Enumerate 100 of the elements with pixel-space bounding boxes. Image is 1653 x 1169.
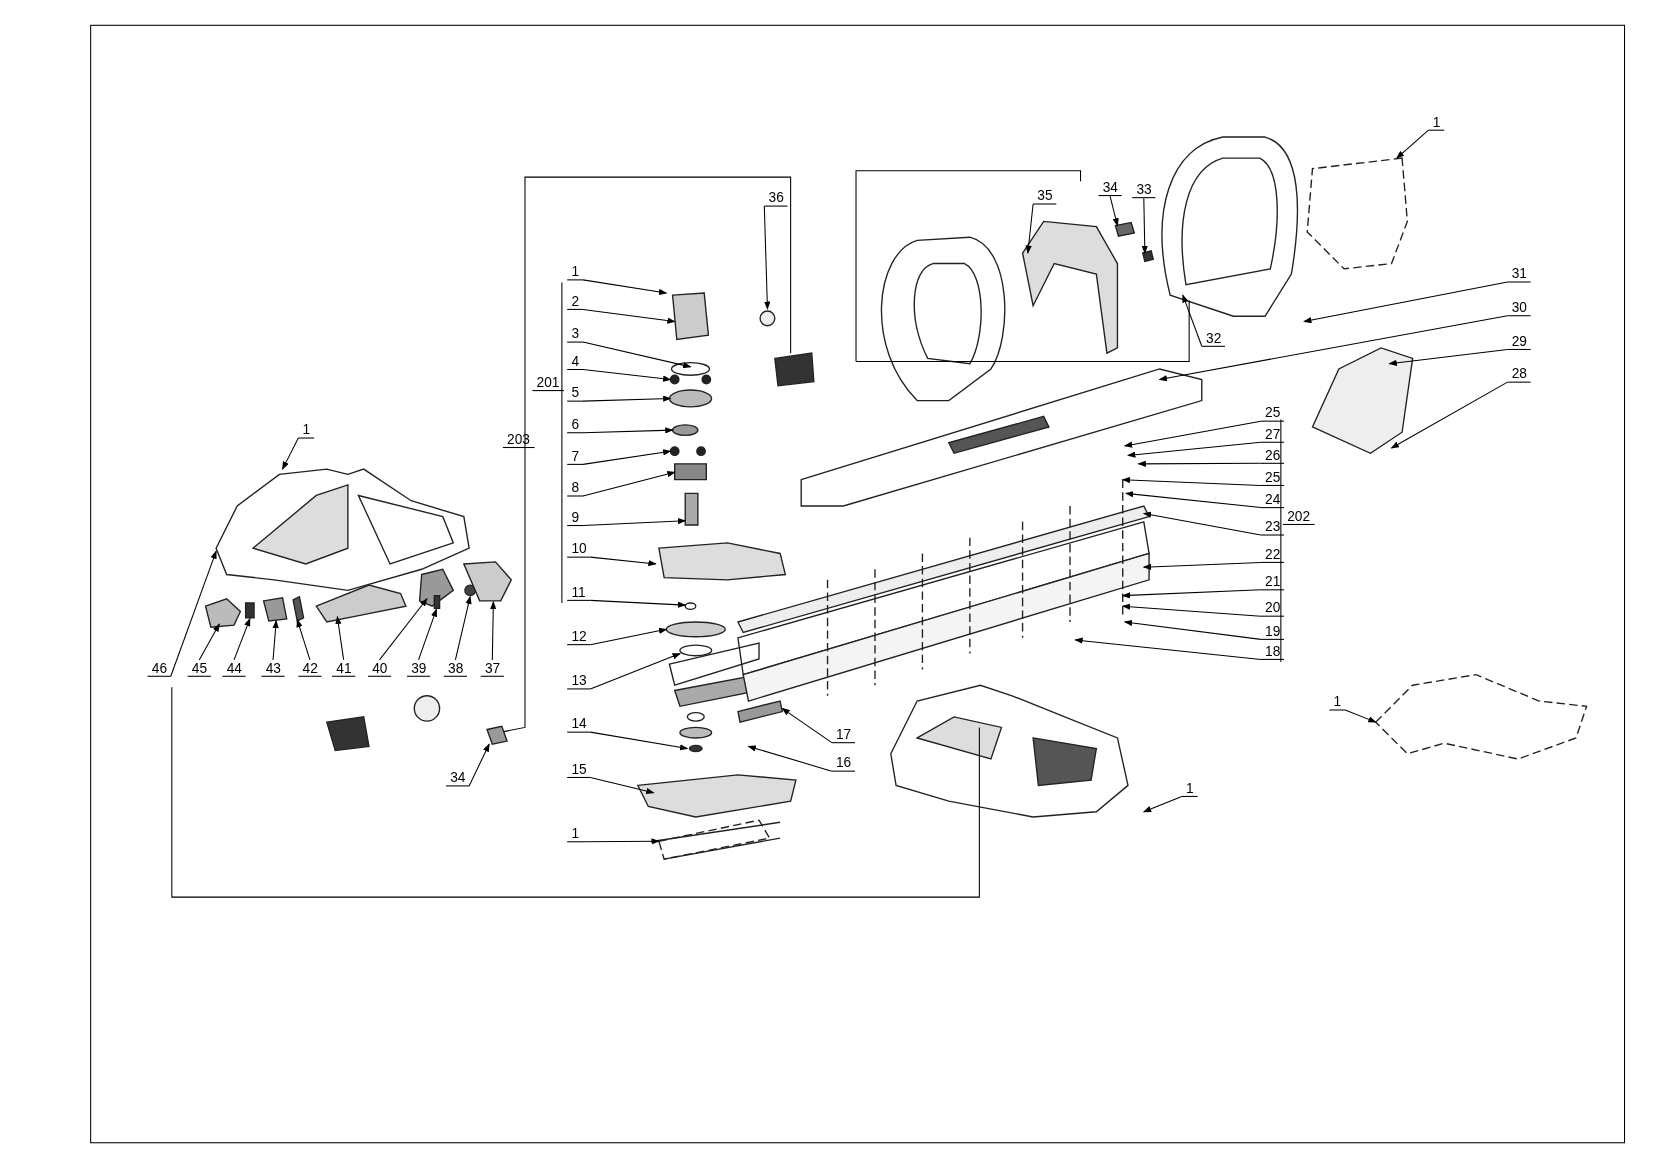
callout-number: 31 xyxy=(1507,265,1532,283)
callout-number: 1 xyxy=(1181,780,1198,797)
assembly-number: 203 xyxy=(502,431,535,449)
leader-line xyxy=(198,623,220,661)
callout-number: 46 xyxy=(147,659,172,677)
leader-line xyxy=(589,776,655,795)
leader-line xyxy=(589,653,681,690)
callout-number: 42 xyxy=(298,659,323,677)
callout-number: 6 xyxy=(567,416,584,434)
leader-line xyxy=(589,599,687,608)
leader-line xyxy=(1137,460,1262,467)
leader-line xyxy=(582,838,660,845)
assembly-number: 201 xyxy=(532,374,564,392)
leader-line xyxy=(454,595,472,661)
callout-number: 1 xyxy=(298,421,315,439)
callout-number: 19 xyxy=(1260,623,1285,640)
leader-line xyxy=(1025,203,1034,255)
callout-number: 1 xyxy=(567,263,584,281)
leader-line xyxy=(1141,197,1148,255)
leader-line xyxy=(1158,315,1509,382)
leader-line xyxy=(1126,441,1262,458)
assembly-number: 202 xyxy=(1282,508,1315,525)
leader-line xyxy=(1121,476,1262,486)
callout-number: 34 xyxy=(1098,179,1123,197)
callout-number: 16 xyxy=(831,754,856,772)
callout-number: 26 xyxy=(1260,447,1285,464)
callout-number: 5 xyxy=(567,384,584,402)
leader-line xyxy=(582,308,676,324)
callout-number: 37 xyxy=(480,659,505,677)
callout-number: 21 xyxy=(1260,573,1285,591)
callout-number: 11 xyxy=(567,584,590,601)
leader-line xyxy=(1388,348,1509,366)
callout-number: 17 xyxy=(831,726,856,744)
callout-number: 1 xyxy=(1428,113,1445,131)
callout-number: 28 xyxy=(1507,365,1532,383)
callout-number: 23 xyxy=(1260,518,1285,536)
leader-line xyxy=(1123,619,1262,640)
callout-number: 33 xyxy=(1132,181,1156,199)
callout-number: 34 xyxy=(445,769,470,787)
leader-line xyxy=(1303,281,1509,324)
callout-number: 29 xyxy=(1507,333,1532,350)
callout-number: 27 xyxy=(1260,425,1285,443)
leader-line xyxy=(582,449,672,465)
leader-line xyxy=(1074,637,1262,660)
leader-line xyxy=(1124,491,1262,509)
leader-line xyxy=(582,517,687,527)
leader-line xyxy=(582,395,672,402)
leader-line xyxy=(1109,195,1119,227)
leader-line xyxy=(1142,795,1183,813)
leader-line xyxy=(582,368,672,382)
leader-line xyxy=(379,597,428,661)
callout-number: 9 xyxy=(567,509,584,527)
leader-line xyxy=(582,279,668,296)
leader-line xyxy=(282,437,299,471)
leader-line xyxy=(589,556,657,567)
callout-number: 44 xyxy=(222,659,247,677)
leader-line xyxy=(1344,709,1377,723)
leader-line xyxy=(1182,294,1203,347)
leader-line xyxy=(1142,511,1262,536)
callout-number: 13 xyxy=(567,672,591,690)
leader-line xyxy=(589,627,668,646)
callout-number: 40 xyxy=(367,659,392,677)
leader-line xyxy=(1123,420,1262,448)
leader-line xyxy=(272,619,279,661)
leader-line xyxy=(468,743,490,787)
leader-line xyxy=(781,707,833,744)
callout-number: 14 xyxy=(567,715,591,733)
callout-number: 24 xyxy=(1260,491,1285,509)
leader-line xyxy=(589,731,689,751)
leader-line xyxy=(335,615,345,661)
leader-line xyxy=(170,550,217,677)
callout-number: 30 xyxy=(1507,299,1532,317)
callout-number: 1 xyxy=(567,825,584,843)
callout-number: 25 xyxy=(1260,469,1285,486)
callout-number: 43 xyxy=(261,659,286,677)
callout-number: 35 xyxy=(1033,187,1057,205)
callout-number: 25 xyxy=(1260,404,1285,422)
callout-number: 1 xyxy=(1329,693,1346,711)
leader-line xyxy=(582,471,676,497)
callout-number: 7 xyxy=(567,448,584,465)
callout-number: 45 xyxy=(187,659,212,677)
leader-line xyxy=(1121,589,1262,599)
leader-line xyxy=(233,617,251,661)
callout-number: 2 xyxy=(567,293,584,310)
leader-line xyxy=(490,600,497,661)
callout-number: 10 xyxy=(567,540,591,558)
callout-number: 12 xyxy=(567,628,591,646)
callout-number: 20 xyxy=(1260,599,1285,617)
leader-line xyxy=(747,745,833,772)
leader-line xyxy=(763,205,771,310)
callout-number: 8 xyxy=(567,479,584,497)
leader-line xyxy=(1121,603,1262,617)
callout-number: 4 xyxy=(567,353,584,370)
callout-number: 38 xyxy=(443,659,468,677)
callout-number: 22 xyxy=(1260,546,1285,563)
callout-number: 18 xyxy=(1260,643,1285,660)
callout-number: 41 xyxy=(332,659,356,677)
leader-line xyxy=(1396,129,1429,159)
leader-line xyxy=(1142,561,1262,570)
leader-line xyxy=(582,427,674,434)
